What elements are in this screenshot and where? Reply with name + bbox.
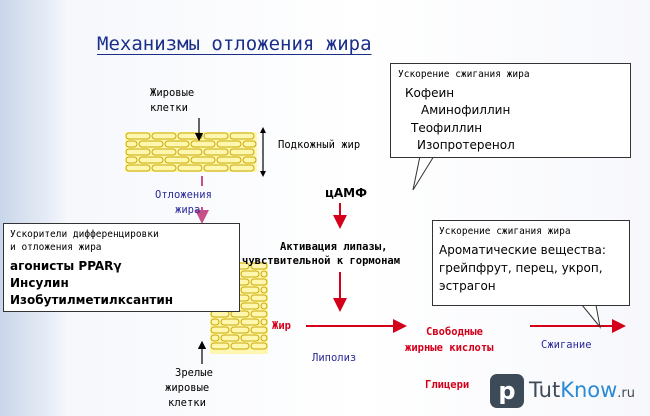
fat-cell	[242, 140, 257, 148]
fat-cell	[260, 334, 268, 342]
callout-drug-item: Кофеин	[405, 86, 455, 100]
fat-cell	[151, 132, 177, 140]
fat-cell	[240, 270, 260, 278]
fat-cell	[250, 310, 268, 318]
fat-cell	[125, 148, 151, 156]
callout-drug-item: Аминофиллин	[421, 103, 511, 117]
fat-cell	[151, 148, 177, 156]
fat-cell	[240, 286, 260, 294]
callout-aromatic-substances: Ускорение сжигания жира Ароматические ве…	[432, 220, 630, 306]
callout-aromatic-line: эстрагон	[439, 279, 496, 293]
fat-cell	[125, 164, 151, 172]
fat-cell	[190, 140, 216, 148]
fat-cell	[242, 156, 257, 164]
fat-cell	[177, 164, 203, 172]
fat-cell	[190, 156, 216, 164]
fat-cell	[240, 334, 260, 342]
fat-cell	[260, 302, 268, 310]
fat-cell	[210, 334, 220, 342]
fat-cell	[260, 286, 268, 294]
fat-cell	[216, 156, 242, 164]
logo-text: TutKnow.ru	[529, 377, 635, 407]
fat-cell	[260, 270, 268, 278]
lipolysis-label: Липолиз	[312, 352, 357, 364]
burning-label: Сжигание	[541, 339, 592, 351]
logo-text-part: Tut	[529, 378, 561, 402]
fat-cell	[210, 318, 220, 326]
logo-text-part: Know	[560, 378, 618, 402]
callout-accelerators-heading-line2: и отложения жира	[10, 242, 102, 253]
logo-icon: p	[490, 374, 524, 408]
lipase-activation-label-line1: Активация липазы,	[280, 241, 388, 253]
fat-cell	[250, 326, 268, 334]
fat-cell	[250, 278, 268, 286]
fat-cell	[203, 132, 229, 140]
fat-cell	[125, 132, 151, 140]
mature-cells-label-line2: жировые	[165, 382, 210, 394]
fat-cell	[203, 148, 229, 156]
slide-left-band	[0, 0, 68, 416]
glycerol-label: Глицери	[425, 379, 470, 391]
callout-differentiation-accelerators: Ускорители дифференцировки и отложения ж…	[3, 223, 240, 312]
slide-title: Механизмы отложения жира	[97, 33, 372, 55]
fat-cell	[151, 164, 177, 172]
callout-accelerators-heading-line1: Ускорители дифференцировки	[10, 229, 159, 240]
deposition-label-line2: жира	[175, 204, 201, 216]
fat-cell	[216, 140, 242, 148]
callout-drug-item: Теофиллин	[411, 121, 483, 135]
lipase-activation-label-line2: чувствительной к гормонам	[242, 255, 401, 267]
site-watermark-logo: p TutKnow.ru	[485, 367, 650, 416]
fat-cell	[229, 164, 255, 172]
fat-cell	[177, 148, 203, 156]
fat-cell	[230, 342, 250, 350]
fat-cells-label-line1: Жировые	[150, 87, 195, 99]
fat-cell	[220, 334, 240, 342]
fat-cell	[240, 318, 260, 326]
camp-label: цАМФ	[325, 186, 368, 200]
fat-cell	[250, 294, 268, 302]
fat-cell	[210, 342, 230, 350]
callout-aromatic-line: грейпфрут, перец, укроп,	[439, 261, 603, 275]
fat-cell	[203, 164, 229, 172]
mature-cells-label-line1: Зрелые	[175, 367, 213, 379]
fat-label: Жир	[272, 320, 291, 332]
mature-cells-label-line3: клетки	[168, 397, 206, 409]
subcutaneous-fat-label: Подкожный жир	[278, 139, 361, 151]
callout-drug-item: Изопротеренол	[417, 138, 515, 152]
fat-cell	[138, 140, 164, 148]
callout-accelerator-item: Изобутилметилксантин	[10, 293, 174, 307]
callout-burning-drugs-heading: Ускорение сжигания жира	[398, 69, 530, 80]
fat-cell	[229, 148, 255, 156]
callout-accelerator-item: агонисты PPARγ	[10, 259, 122, 273]
fat-cell	[138, 156, 164, 164]
fat-cell	[125, 156, 138, 164]
fat-cell	[230, 326, 250, 334]
fat-cell	[230, 310, 250, 318]
fat-cell	[125, 140, 138, 148]
fat-cell	[260, 318, 268, 326]
deposition-label-line1: Отложения	[155, 189, 212, 201]
fat-cell	[220, 318, 240, 326]
callout-accelerator-item: Инсулин	[10, 276, 69, 290]
fat-cell	[210, 326, 230, 334]
fat-cell	[250, 342, 268, 350]
fat-cell	[164, 140, 190, 148]
free-fatty-acids-label-line1: Свободные	[426, 326, 483, 338]
fat-cell	[240, 302, 260, 310]
fat-cells-label-line2: клетки	[150, 102, 188, 114]
fat-cell	[164, 156, 190, 164]
callout-burning-drugs: Ускорение сжигания жира Кофеин Аминофилл…	[390, 63, 631, 158]
fat-cell	[250, 262, 268, 270]
logo-text-part: .ru	[617, 386, 636, 401]
fat-cell	[229, 132, 255, 140]
callout-aromatic-heading: Ускорение сжигания жира	[439, 226, 571, 237]
callout-aromatic-line: Ароматические вещества:	[439, 243, 606, 257]
free-fatty-acids-label-line2: жирные кислоты	[405, 342, 494, 354]
